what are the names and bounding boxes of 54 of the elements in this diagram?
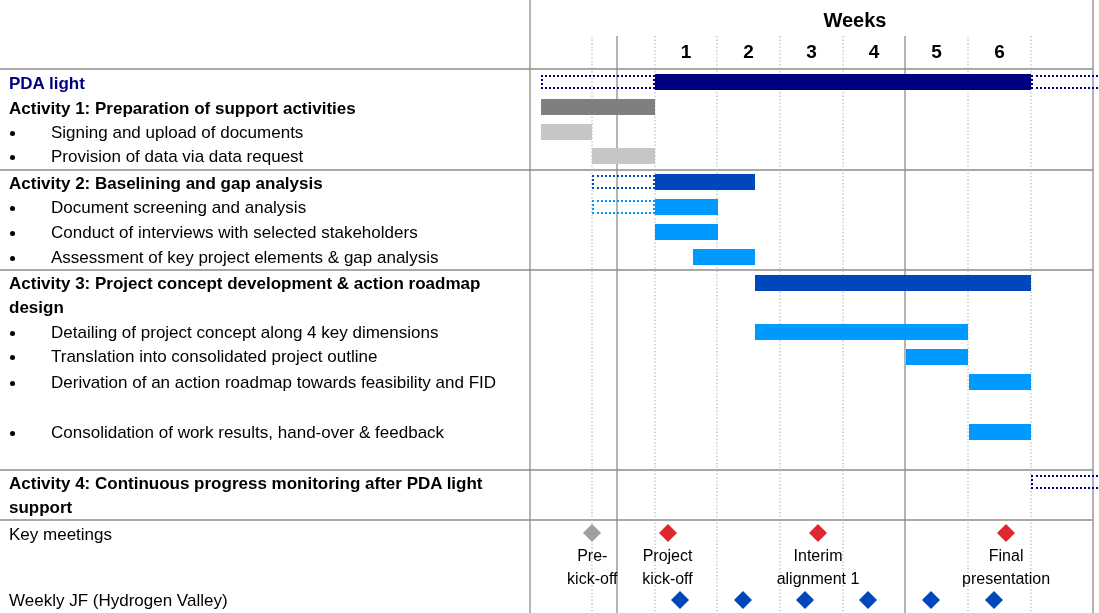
gantt-bar (655, 74, 1032, 90)
activity-heading: Activity 2: Baselining and gap analysis (9, 173, 324, 195)
gantt-bar (968, 424, 1032, 440)
gantt-bar (655, 199, 718, 215)
gantt-bar (655, 224, 718, 240)
milestone-diamond (858, 590, 879, 610)
milestone-diamond (732, 590, 753, 610)
gantt-bar (541, 99, 655, 115)
task-text: Signing and upload of documents (51, 122, 305, 144)
gantt-bar (541, 124, 593, 140)
dotted-bar (592, 175, 655, 189)
meeting-label: Interim alignment 1 (775, 546, 861, 589)
gantt-bar (755, 324, 969, 340)
task-text: Assessment of key project elements & gap analysis (51, 247, 440, 269)
gantt-bar (968, 374, 1032, 390)
milestone-diamond (582, 523, 603, 543)
week-number: 2 (742, 40, 755, 64)
gantt-bar (755, 275, 1032, 291)
column-heading: Weeks (822, 8, 888, 32)
gantt-bar (655, 174, 756, 190)
task-text: Consolidation of work results, hand-over & feedback (51, 422, 446, 444)
milestone-diamond (996, 523, 1017, 543)
activity-heading: Activity 4: Continuous progress monitoring after PDA light support (9, 473, 484, 519)
row-label: Weekly JF (Hydrogen Valley) (9, 590, 229, 612)
week-number: 5 (930, 40, 943, 64)
task-text: Conduct of interviews with selected stakeholders (51, 222, 419, 244)
task-text: Translation into consolidated project outline (51, 346, 379, 368)
meeting-label: Project kick-off (641, 546, 694, 589)
milestone-diamond (670, 590, 691, 610)
week-number: 4 (867, 40, 881, 64)
program-title: PDA light (9, 73, 86, 95)
milestone-diamond (808, 523, 828, 543)
activity-heading: Activity 1: Preparation of support activities (9, 98, 357, 120)
task-text: Derivation of an action roadmap towards feasibility and FID (51, 372, 498, 394)
gantt-bar (592, 148, 655, 164)
dotted-bar (1031, 75, 1099, 89)
row-label: Key meetings (9, 524, 113, 546)
task-text: Provision of data via data request (51, 146, 305, 168)
dotted-bar (592, 200, 655, 214)
milestone-diamond (657, 523, 678, 543)
task-text: Detailing of project concept along 4 key dimensions (51, 322, 440, 344)
week-number: 1 (679, 40, 693, 64)
milestone-diamond (920, 590, 941, 610)
gantt-bar (905, 349, 969, 365)
week-number: 6 (993, 40, 1006, 64)
meeting-label: Pre-kick-off (566, 546, 619, 589)
gantt-bar (692, 249, 756, 265)
milestone-diamond (795, 590, 816, 610)
milestone-diamond (983, 590, 1004, 610)
activity-heading: Activity 3: Project concept development & action roadmap design (9, 273, 482, 319)
task-text: Document screening and analysis (51, 197, 308, 219)
week-number: 3 (805, 40, 818, 64)
dotted-bar (1031, 475, 1099, 489)
meeting-label: Final presentation (961, 546, 1052, 589)
